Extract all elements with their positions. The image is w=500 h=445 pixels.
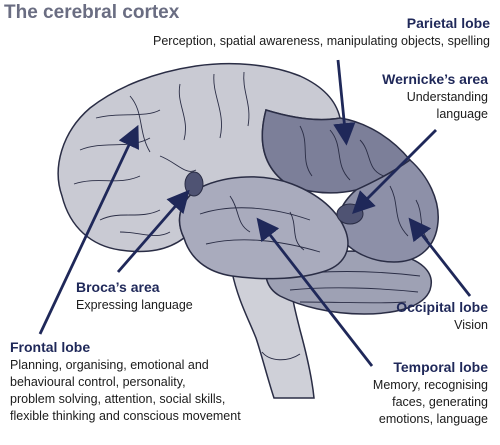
frontal-arrow bbox=[38, 124, 139, 335]
temporal-desc-2: faces, generating bbox=[392, 395, 488, 409]
temporal-desc-3: emotions, language bbox=[378, 412, 488, 426]
temporal-desc-1: Memory, recognising bbox=[372, 378, 488, 392]
wernicke-name: Wernicke’s area bbox=[382, 71, 488, 87]
frontal-desc-4: flexible thinking and conscious movement bbox=[10, 409, 241, 423]
parietal-arrow bbox=[333, 59, 356, 146]
occipital-desc: Vision bbox=[454, 318, 488, 332]
frontal-desc-1: Planning, organising, emotional and bbox=[10, 358, 209, 372]
temporal-label: Temporal lobe Memory, recognising faces,… bbox=[338, 358, 488, 428]
occipital-label: Occipital lobe Vision bbox=[338, 298, 488, 334]
brain-stem-fold bbox=[261, 351, 301, 361]
wernicke-desc-1: Understanding bbox=[406, 90, 488, 104]
temporal-name: Temporal lobe bbox=[393, 359, 488, 375]
parietal-desc: Perception, spatial awareness, manipulat… bbox=[153, 34, 490, 48]
wernicke-label: Wernicke’s area Understanding language bbox=[328, 70, 488, 123]
brain-stem bbox=[231, 271, 315, 399]
temporal-arrow bbox=[256, 217, 374, 367]
frontal-label: Frontal lobe Planning, organising, emoti… bbox=[10, 338, 310, 425]
broca-arrow bbox=[116, 189, 190, 273]
diagram-title: The cerebral cortex bbox=[4, 2, 180, 23]
parietal-label: Parietal lobe Perception, spatial awaren… bbox=[50, 14, 490, 50]
wernicke-desc-2: language bbox=[436, 107, 488, 121]
frontal-name: Frontal lobe bbox=[10, 339, 91, 355]
cerebellum-fold-3 bbox=[299, 301, 407, 304]
frontal-desc-2: behavioural control, personality, bbox=[10, 375, 186, 389]
occipital-name: Occipital lobe bbox=[396, 299, 488, 315]
parietal-name: Parietal lobe bbox=[406, 15, 490, 31]
broca-desc: Expressing language bbox=[76, 298, 193, 312]
broca-name: Broca’s area bbox=[76, 279, 160, 295]
frontal-folds bbox=[73, 71, 250, 236]
occipital-arrow bbox=[408, 217, 472, 297]
cerebellum-fold-2 bbox=[289, 287, 419, 293]
wernicke-arrow bbox=[352, 129, 437, 214]
broca-area-spot bbox=[184, 171, 204, 197]
broca-label: Broca’s area Expressing language bbox=[76, 278, 256, 314]
frontal-desc-3: problem solving, attention, social skill… bbox=[10, 392, 226, 406]
